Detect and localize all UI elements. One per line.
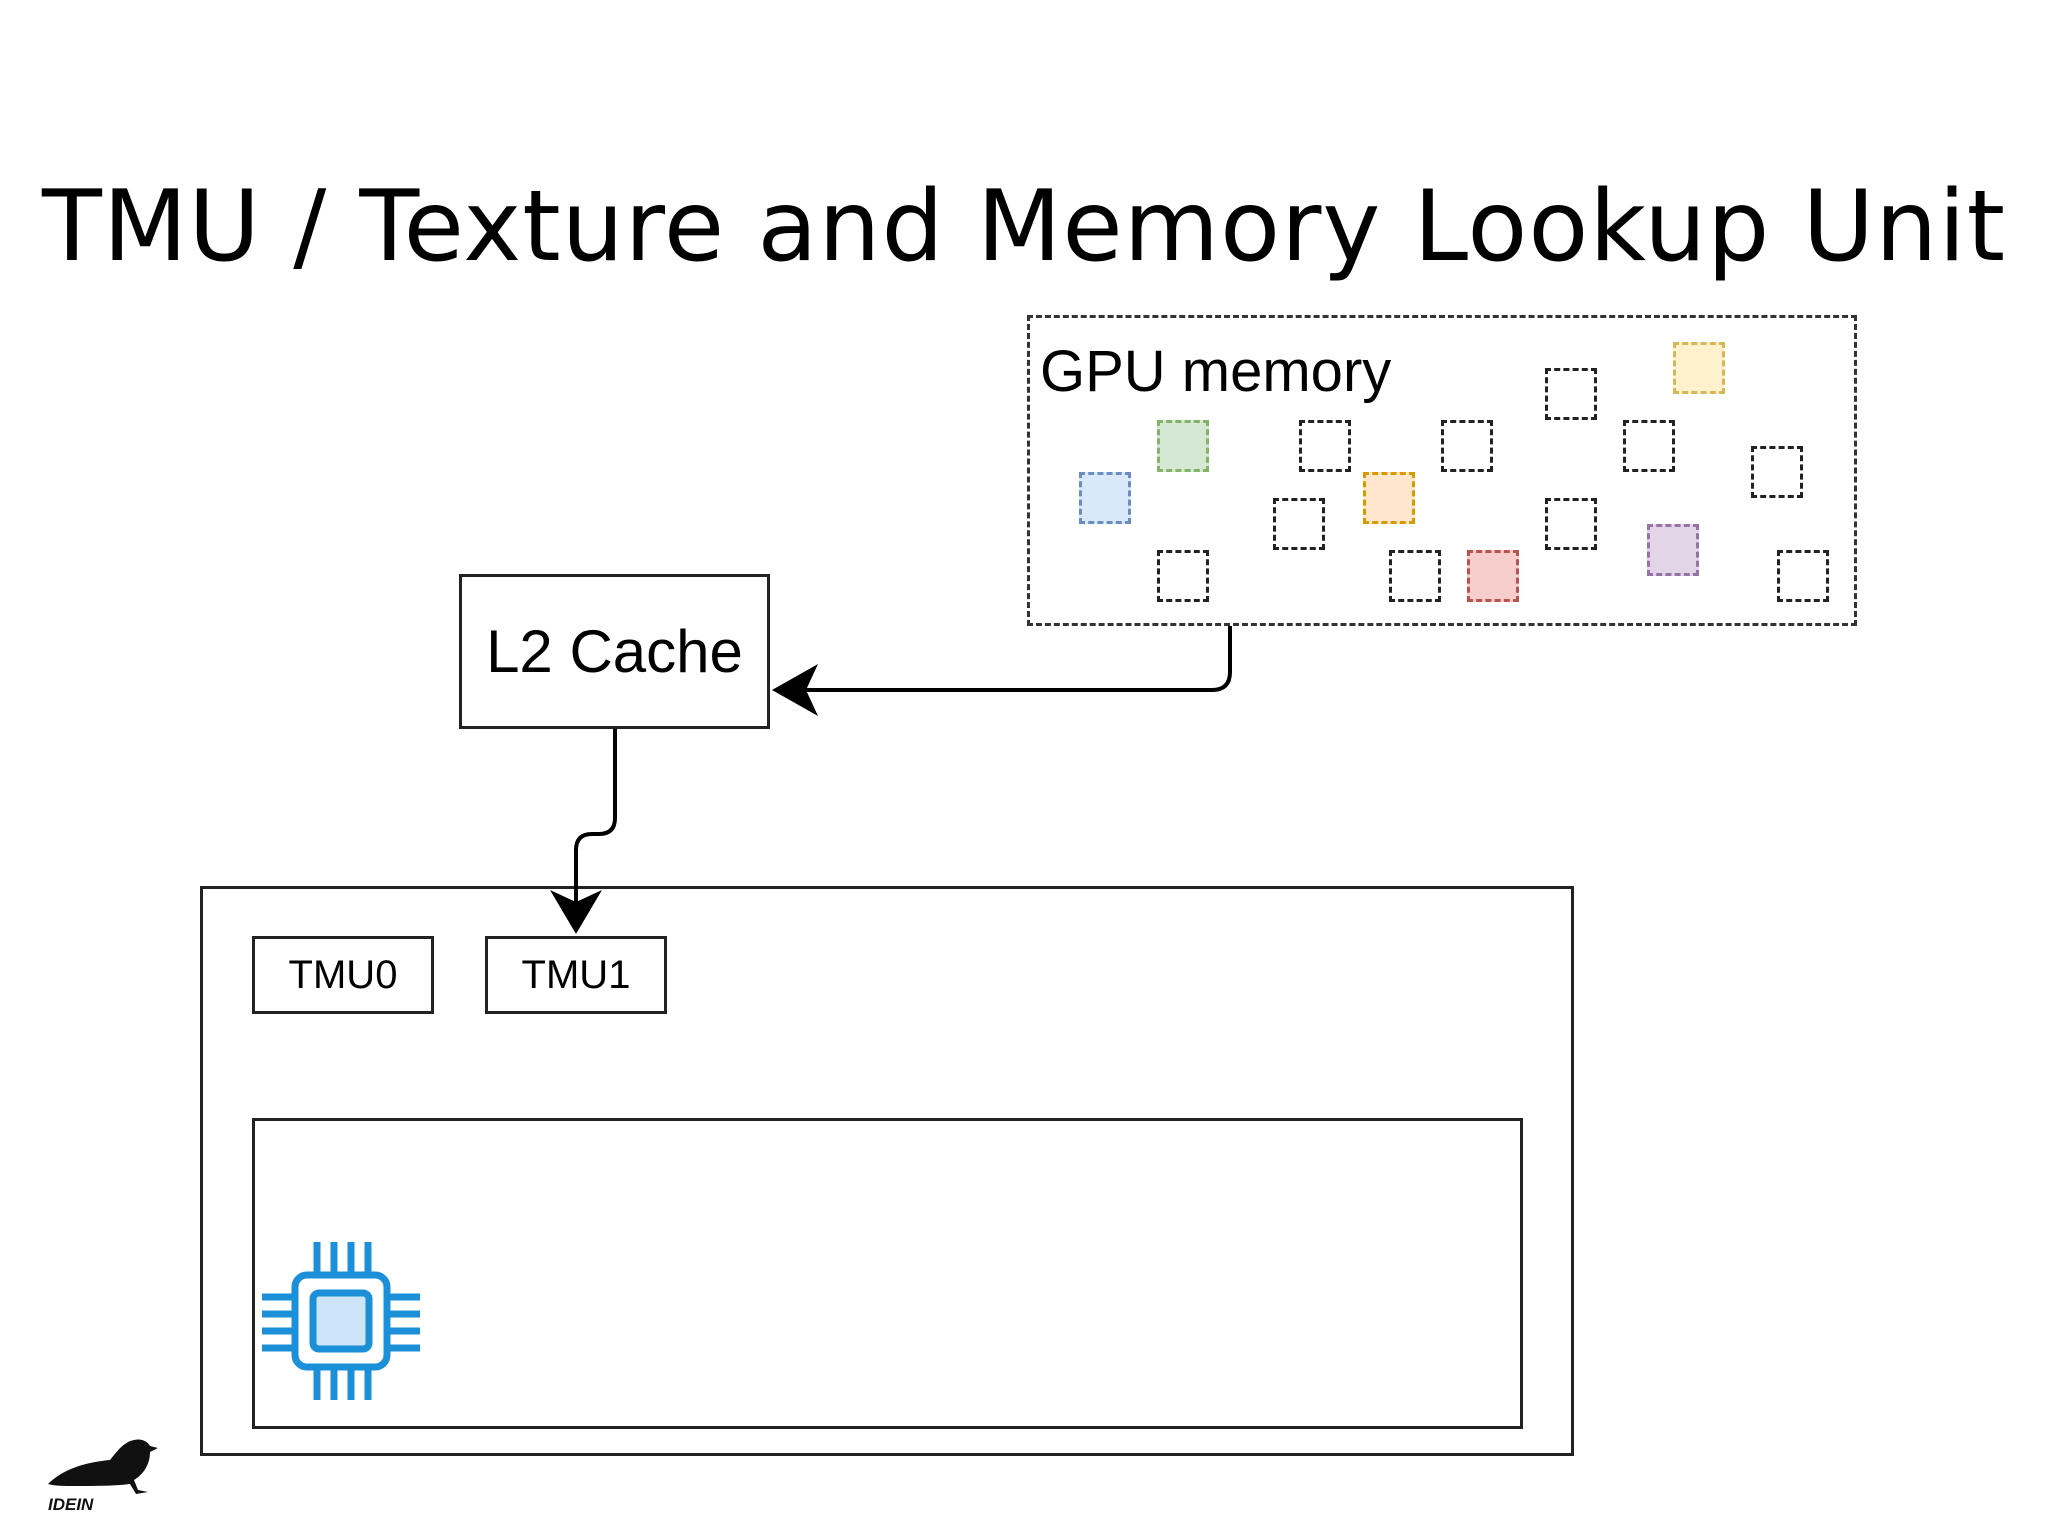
l2-to-tmu1-arrow xyxy=(574,729,617,926)
tmu0-label: TMU0 xyxy=(288,952,398,997)
gpu-memory-label: GPU memory xyxy=(1040,339,1392,404)
memory-cell xyxy=(1389,550,1441,602)
memory-to-l2-arrowhead xyxy=(772,664,818,716)
l2-cache-box: L2 Cache xyxy=(459,574,770,729)
memory-cell xyxy=(1363,472,1415,524)
memory-cell xyxy=(1545,368,1597,420)
memory-cell xyxy=(1157,550,1209,602)
memory-cell xyxy=(1441,420,1493,472)
memory-cell xyxy=(1545,498,1597,550)
memory-cell xyxy=(1079,472,1131,524)
gpu-memory-box: GPU memory xyxy=(1027,315,1857,626)
slide-title: TMU / Texture and Memory Lookup Unit xyxy=(41,170,2007,284)
memory-cell xyxy=(1647,524,1699,576)
memory-to-l2-arrow xyxy=(780,626,1232,692)
tmu0-box: TMU0 xyxy=(252,936,434,1014)
l2-to-tmu1-arrowhead xyxy=(550,890,602,934)
l2-cache-label: L2 Cache xyxy=(486,618,743,685)
memory-cell xyxy=(1673,342,1725,394)
cpu-chip-icon xyxy=(262,1242,420,1400)
memory-cell xyxy=(1157,420,1209,472)
memory-cell xyxy=(1623,420,1675,472)
tmu1-label: TMU1 xyxy=(521,952,631,997)
raven-logo-icon: IDEIN xyxy=(48,1439,158,1514)
memory-cell xyxy=(1751,446,1803,498)
logo-text: IDEIN xyxy=(48,1495,94,1514)
memory-cell xyxy=(1467,550,1519,602)
memory-cell xyxy=(1777,550,1829,602)
tmu1-box: TMU1 xyxy=(485,936,667,1014)
memory-cell xyxy=(1273,498,1325,550)
processing-unit-box xyxy=(252,1118,1523,1429)
memory-cell xyxy=(1299,420,1351,472)
